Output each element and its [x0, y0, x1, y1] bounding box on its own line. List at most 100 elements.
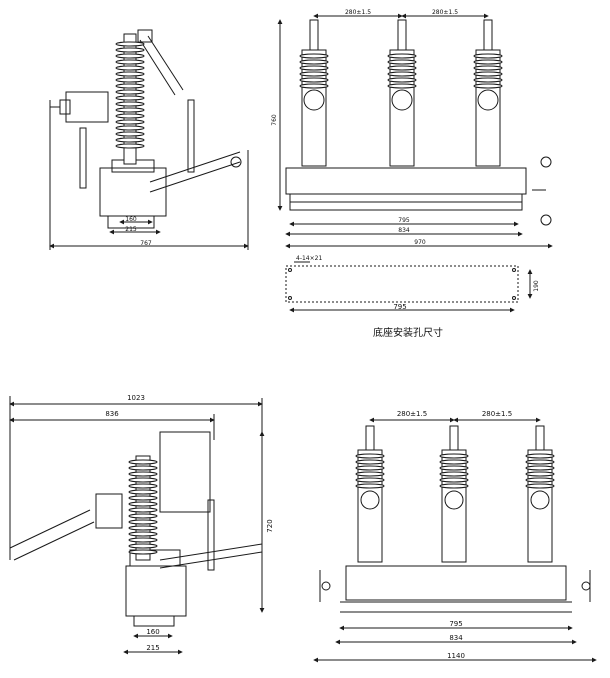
- insulator-sheds-pole1-bottom: [355, 453, 385, 489]
- insulator-shed: [439, 459, 469, 465]
- insulator-shed: [439, 477, 469, 483]
- insulator-shed: [128, 477, 158, 483]
- insulator-sheds-pole3-top: [473, 53, 503, 89]
- dim-front-bottom-795: 795: [449, 620, 462, 628]
- dim-front-bottom-1140: 1140: [447, 652, 465, 660]
- insulator-shed: [115, 47, 145, 53]
- insulator-shed: [115, 65, 145, 71]
- insulator-shed: [128, 525, 158, 531]
- insulator-shed: [128, 549, 158, 555]
- insulator-shed: [128, 543, 158, 549]
- insulator-shed: [115, 59, 145, 65]
- insulator-shed: [128, 513, 158, 519]
- insulator-shed: [115, 83, 145, 89]
- insulator-shed: [355, 477, 385, 483]
- insulator-sheds-pole2-top: [387, 53, 417, 89]
- insulator-shed: [387, 77, 417, 83]
- insulator-shed: [299, 71, 329, 77]
- insulator-shed: [128, 471, 158, 477]
- dim-side-bottom-160: 160: [146, 628, 159, 636]
- insulator-shed: [387, 59, 417, 65]
- insulator-shed: [128, 459, 158, 465]
- insulator-shed: [387, 65, 417, 71]
- insulator-sheds-side-bottom: [128, 459, 158, 555]
- dim-front-top-pitch-left: 280±1.5: [345, 9, 371, 16]
- insulator-shed: [115, 125, 145, 131]
- insulator-shed: [439, 453, 469, 459]
- insulator-shed: [128, 483, 158, 489]
- dim-front-bottom-pitch-left: 280±1.5: [397, 410, 427, 418]
- insulator-shed: [525, 465, 555, 471]
- dim-side-bottom-720: 720: [266, 519, 274, 532]
- dim-mount-190: 190: [533, 280, 540, 292]
- dim-side-top-160: 160: [125, 216, 137, 223]
- insulator-shed: [115, 95, 145, 101]
- insulator-sheds-side-top: [115, 41, 145, 149]
- insulator-sheds-pole3-bottom: [525, 453, 555, 489]
- insulator-shed: [299, 53, 329, 59]
- pole-2-top: [389, 19, 415, 167]
- dim-front-top-970: 970: [414, 239, 426, 246]
- insulator-sheds-pole2-bottom: [439, 453, 469, 489]
- insulator-shed: [525, 471, 555, 477]
- insulator-shed: [115, 71, 145, 77]
- dim-front-top-795: 795: [398, 217, 410, 224]
- insulator-shed: [128, 537, 158, 543]
- insulator-shed: [387, 83, 417, 89]
- pole-3-top: [475, 19, 501, 167]
- insulator-shed: [525, 477, 555, 483]
- insulator-shed: [115, 137, 145, 143]
- dim-front-top-height: 760: [271, 114, 278, 126]
- insulator-shed: [128, 465, 158, 471]
- insulator-shed: [525, 453, 555, 459]
- insulator-shed: [115, 107, 145, 113]
- insulator-sheds-pole1-top: [299, 53, 329, 89]
- insulator-shed: [525, 483, 555, 489]
- insulator-shed: [115, 113, 145, 119]
- insulator-shed: [473, 71, 503, 77]
- insulator-shed: [128, 495, 158, 501]
- front-view-top: [277, 13, 553, 249]
- insulator-shed: [525, 459, 555, 465]
- insulator-shed: [115, 41, 145, 47]
- pole-1-bottom: [357, 425, 383, 563]
- insulator-shed: [473, 77, 503, 83]
- dim-front-bottom-834: 834: [449, 634, 463, 642]
- insulator-shed: [115, 53, 145, 59]
- insulator-shed: [299, 77, 329, 83]
- dim-side-bottom-836: 836: [105, 410, 119, 418]
- dim-side-top-767: 767: [140, 240, 152, 247]
- dim-front-top-834: 834: [398, 227, 410, 234]
- insulator-shed: [387, 53, 417, 59]
- caption-mount-holes: 底座安装孔尺寸: [373, 326, 443, 339]
- side-view-top: [49, 29, 249, 250]
- insulator-shed: [473, 83, 503, 89]
- insulator-shed: [299, 83, 329, 89]
- insulator-shed: [115, 143, 145, 149]
- insulator-shed: [115, 101, 145, 107]
- mount-plate: [285, 261, 533, 313]
- insulator-shed: [355, 465, 385, 471]
- insulator-shed: [115, 89, 145, 95]
- dim-front-bottom-pitch-right: 280±1.5: [482, 410, 512, 418]
- dim-side-bottom-215: 215: [146, 644, 159, 652]
- dim-mount-holes: 4-14×21: [296, 255, 322, 262]
- insulator-shed: [439, 471, 469, 477]
- insulator-shed: [115, 77, 145, 83]
- insulator-shed: [128, 531, 158, 537]
- insulator-shed: [473, 53, 503, 59]
- insulator-shed: [128, 501, 158, 507]
- insulator-shed: [387, 71, 417, 77]
- insulator-shed: [473, 59, 503, 65]
- pole-1-top: [301, 19, 327, 167]
- insulator-shed: [128, 507, 158, 513]
- insulator-shed: [299, 59, 329, 65]
- pole-2-bottom: [441, 425, 467, 563]
- insulator-shed: [473, 65, 503, 71]
- insulator-shed: [115, 131, 145, 137]
- pole-3-bottom: [527, 425, 553, 563]
- insulator-shed: [128, 489, 158, 495]
- dim-side-bottom-1023: 1023: [127, 394, 145, 402]
- dim-front-top-pitch-right: 280±1.5: [432, 9, 458, 16]
